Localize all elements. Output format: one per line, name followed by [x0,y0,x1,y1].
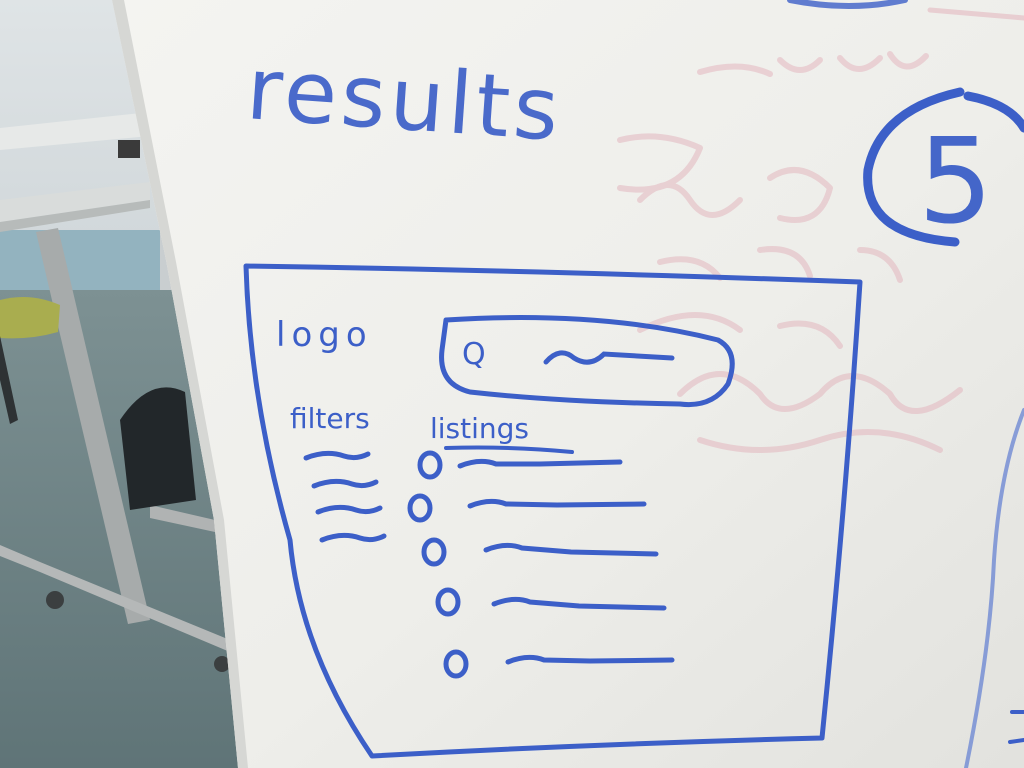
listing-row [435,587,667,617]
whiteboard-edge [112,0,248,768]
teal-wall-strip [0,230,160,300]
chair-seat [0,296,60,339]
search-bar: Q [439,315,735,408]
second-sketch-edge [964,408,1024,768]
listing-thumbnail-circle [421,537,447,567]
circled-number: 5 [863,87,1024,250]
listing-row [443,649,675,679]
background-table [0,112,230,672]
listing-thumbnail-circle [443,649,469,679]
logo-placeholder: logo [276,315,373,355]
search-text-scribble [543,350,675,365]
listings-underline [444,445,574,454]
wireframe-sketch: logo Q filters listings [243,263,863,759]
listing-list [407,450,675,679]
filter-option-line [303,450,371,461]
whiteboard-surface [112,0,1024,768]
listing-title-line [505,654,675,665]
chair-leg [0,336,18,424]
listing-thumbnail-circle [407,493,433,523]
listing-row [407,493,647,523]
listing-row [417,450,623,480]
listing-row [421,537,659,567]
listing-title-line [491,596,667,611]
listing-thumbnail-circle [435,587,461,617]
filter-option-line [315,504,383,515]
dark-bag [120,387,196,510]
search-icon: Q [462,337,486,372]
listing-title-line [467,498,647,509]
listings-heading: listings [430,412,529,445]
results-heading: results [244,39,566,161]
number-five: 5 [918,112,993,250]
filter-option-line [319,532,387,543]
filter-list [303,450,387,543]
filter-option-line [311,478,379,489]
listing-thumbnail-circle [417,450,443,480]
listing-title-line [483,542,659,557]
wireframe-frame [243,263,863,759]
filters-heading: filters [290,402,370,435]
listing-title-line [457,458,623,469]
